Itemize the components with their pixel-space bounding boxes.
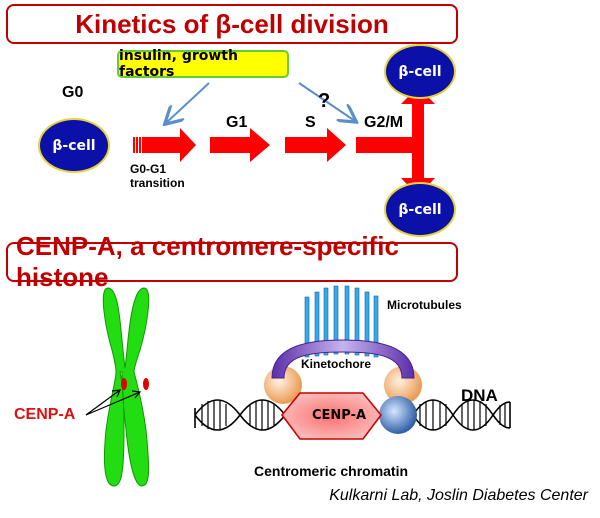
chromosome: [102, 287, 150, 487]
microtubules-label: Microtubules: [387, 298, 462, 312]
arrow-split-up: [401, 87, 435, 145]
dna-helix-right: [412, 399, 511, 431]
arrow-g2m: [356, 137, 412, 153]
section-title-kinetics: Kinetics of β-cell division: [6, 4, 458, 44]
growth-factors-box: insulin, growth factors: [117, 48, 289, 80]
section-title-cenpa: CENP-A, a centromere-specific histone: [6, 231, 458, 292]
transition-label-line1: G0-G1: [130, 162, 167, 176]
pointer-arrow-left: [85, 389, 121, 416]
blue-protein-ball: [379, 396, 417, 434]
centromere-left: [121, 378, 127, 390]
beta-cell-daughter-top: β-cell: [384, 44, 456, 99]
phase-label-g2m: G2/M: [364, 114, 404, 131]
centromere-right: [143, 378, 149, 390]
dna-label: DNA: [461, 386, 498, 405]
arrow-g1: [210, 128, 270, 162]
phase-label-g0: G0: [62, 84, 84, 101]
phase-label-s: S: [305, 114, 316, 131]
uncertain-question-mark: ?: [318, 90, 331, 112]
transition-label-line2: transition: [130, 176, 185, 190]
chromosome-cenpa-label: CENP-A: [14, 406, 76, 423]
phase-label-g1: G1: [226, 114, 248, 131]
arrow-s: [285, 128, 346, 162]
beta-cell-daughter-bottom: β-cell: [384, 182, 456, 237]
cenpa-hexagon-label: CENP-A: [312, 408, 367, 423]
kinetochore-arch: [271, 339, 415, 379]
signal-arrow-g0g1: [166, 82, 210, 123]
dna-helix-left: [194, 399, 286, 431]
kinetochore-label: Kinetochore: [301, 357, 372, 371]
beta-cell-origin: β-cell: [38, 118, 110, 173]
centromeric-chromatin-label: Centromeric chromatin: [254, 463, 409, 479]
credit-text: Kulkarni Lab, Joslin Diabetes Center: [329, 487, 588, 504]
cenpa-hexagon: [280, 392, 383, 440]
arrow-g0-g1: [133, 128, 196, 162]
signal-arrow-g2m: [298, 82, 355, 121]
microtubules: [304, 285, 379, 358]
pointer-arrow-right: [85, 391, 141, 416]
